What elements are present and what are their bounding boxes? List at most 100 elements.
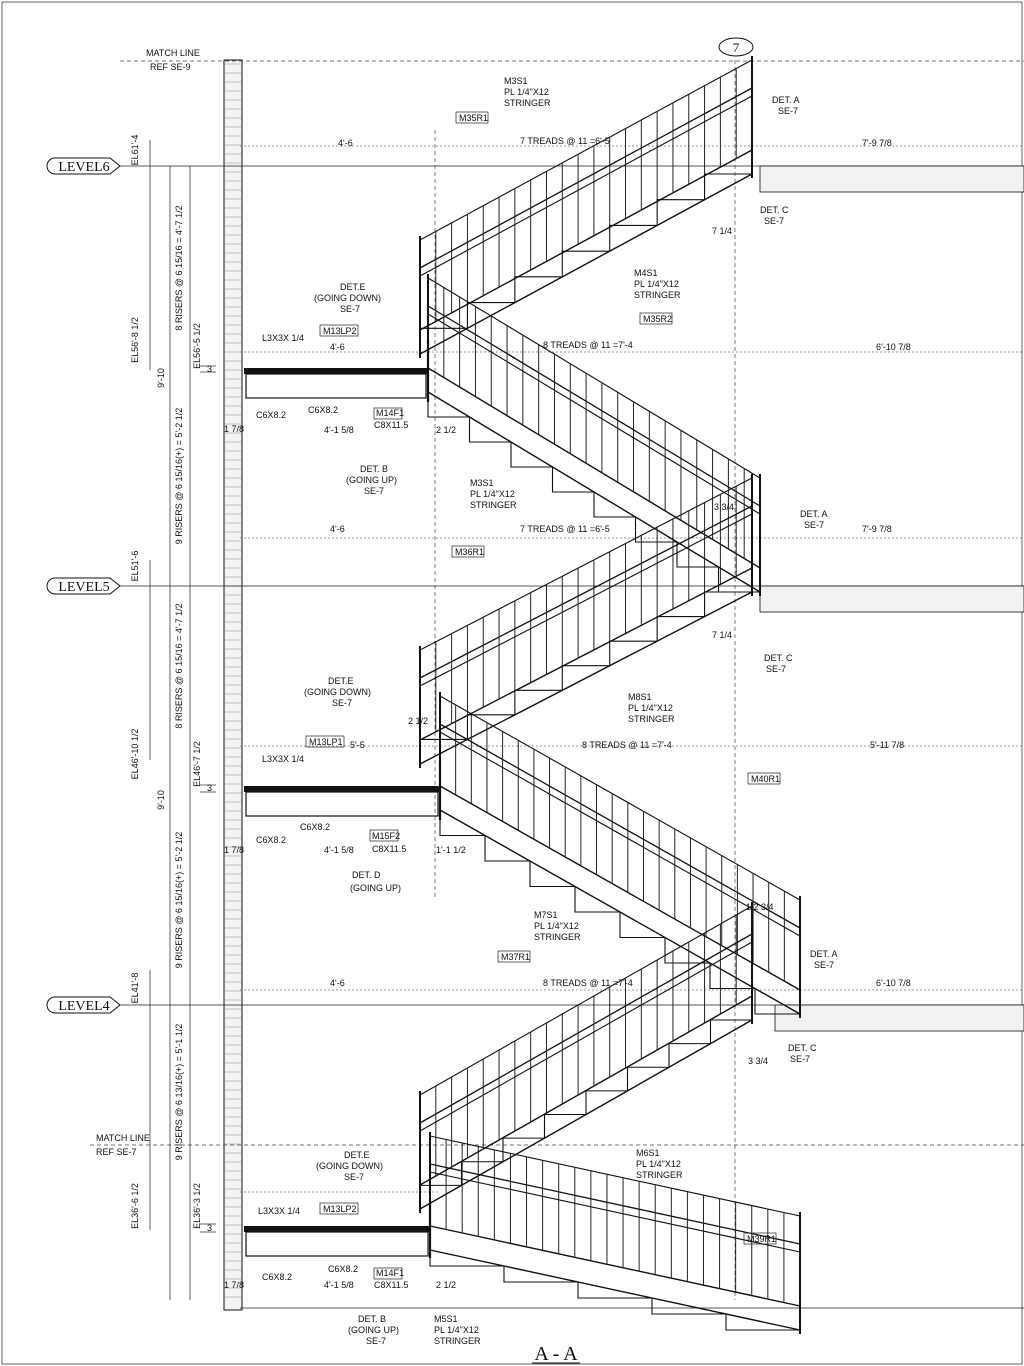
tread-profile [419,1019,752,1209]
small-dimension: 3 [207,1223,212,1233]
stringer-size: PL 1/4"X12 [534,921,579,931]
beam-size: C8X11.5 [374,420,408,430]
detail-callout: DET. B(GOING UP)SE-7 [346,464,397,496]
stringer-mark: M3S1 [504,76,528,86]
stringer-type: STRINGER [628,714,675,724]
detail-ref: SE-7 [340,304,360,314]
elevation-label: EL46'-10 1/2 [130,729,140,780]
dim-misc: 2 1/2 [436,425,456,435]
plate-callout: M13LP1 [309,737,343,747]
handrail-lower [419,95,753,277]
elevation-label: EL41'-8 [130,973,140,1004]
stringer-type: STRINGER [504,98,551,108]
detail-ref: SE-7 [814,960,834,970]
level-tag-5: LEVEL5 [46,577,121,595]
dim-right: 7'-9 7/8 [862,138,892,148]
stair-flight [439,692,801,1018]
guardrail [427,277,761,479]
small-dimension: 3 [207,364,212,374]
detail-name: DET. D [352,870,381,880]
tread-profile [419,173,752,354]
detail-name: DET. C [788,1043,817,1053]
dim-left: 4'-6 [338,138,353,148]
detail-callout: DET.E(GOING DOWN)SE-7 [314,282,381,314]
tread-profile [427,392,760,593]
dim-misc: 4'-1 5/8 [324,845,354,855]
dim-right: 6'-10 7/8 [876,978,911,988]
elevation-label: EL46'-7 1/2 [192,741,202,787]
tread-profile [419,591,752,764]
detail-callouts: DET. ASE-7 DET. CSE-7 DET.E(GOING DOWN)S… [304,95,838,1346]
level-tag-4: LEVEL4 [46,996,121,1014]
beam-mark: M14F1 [376,408,404,418]
stringer-type: STRINGER [634,290,681,300]
detail-ref: SE-7 [790,1054,810,1064]
stringer-type: STRINGER [470,500,517,510]
elevation-label: EL51'-6 [130,551,140,582]
elevation-label: EL36'-3 1/2 [192,1183,202,1229]
treads-dimension: 8 TREADS @ 11 =7'-4 [582,740,672,750]
floor-to-floor-dimension: 9'-10 [156,790,166,810]
detail-callout: DET. ASE-7 [772,95,800,116]
rail-mark: M35R2 [643,314,672,324]
channel-callout: C6X8.2 [256,410,286,420]
stringer-size: PL 1/4"X12 [504,87,549,97]
detail-ref: SE-7 [332,698,352,708]
channel-callout: C6X8.2 [300,822,330,832]
rail-mark: M37R1 [501,952,530,962]
handrail [419,505,753,679]
level-label: LEVEL5 [58,580,109,595]
detail-callout: DET.E(GOING DOWN)SE-7 [304,676,371,708]
dim-misc: 4'-1 5/8 [324,425,354,435]
dim-left: 4'-6 [330,342,345,352]
match-line-ref: REF SE-9 [150,62,191,72]
detail-callout: DET. ASE-7 [800,509,828,530]
stringer-size: PL 1/4"X12 [628,703,673,713]
handrail-lower [427,313,761,515]
elevation-label: EL56'-5 1/2 [192,323,202,369]
section-title: A - A [534,1343,578,1365]
detail-sub: (GOING UP) [346,475,397,485]
stringer-top [419,567,753,741]
detail-callout: DET. D(GOING UP) [350,870,401,893]
guardrail [419,905,753,1096]
beam-mark: M15F2 [372,831,400,841]
rail-mark: M39R1 [747,1234,776,1244]
dim-misc: 1'-1 1/2 [436,845,466,855]
level-label: LEVEL4 [58,999,109,1014]
handrail-lower [419,941,753,1132]
channel-callout: C6X8.2 [262,1272,292,1282]
dim-right: 6'-10 7/8 [876,342,911,352]
match-line-label: MATCH LINE [146,48,200,58]
treads-dimension: 8 TREADS @ 11 =7'-4 [543,340,633,350]
guardrail [419,477,753,651]
stair-flight [419,56,753,358]
riser-dimension: 9 RISERS @ 6 15/16(+) = 5'-2 1/2 [174,408,184,544]
treads-dimension: 7 TREADS @ 11 =6'-5 [520,524,610,534]
stringer-bottom [429,1249,801,1331]
rail-callouts: M35R1 M35R2 M36R1 M40R1 M37R1 M39R1 [451,111,781,1245]
detail-callout: DET.E(GOING DOWN)SE-7 [316,1150,383,1182]
guardrail [429,1135,801,1217]
detail-name: DET. C [760,205,789,215]
detail-sub: (GOING DOWN) [316,1161,383,1171]
detail-name: DET.E [328,676,354,686]
landing-middle [244,760,442,820]
detail-name: DET. B [360,464,388,474]
guardrail [419,59,753,241]
plate-callout: M13LP2 [323,326,357,336]
dim-right: 5'-11 7/8 [870,740,904,750]
stringer-mark: M3S1 [470,478,494,488]
detail-name: DET.E [344,1150,370,1160]
detail-name: DET. A [810,949,838,959]
stringer-size: PL 1/4"X12 [636,1159,681,1169]
level-label: LEVEL6 [58,160,109,175]
angle-callout: L3X3X 1/4 [262,754,304,764]
detail-ref: SE-7 [366,1336,386,1346]
stringer-top [419,149,753,331]
